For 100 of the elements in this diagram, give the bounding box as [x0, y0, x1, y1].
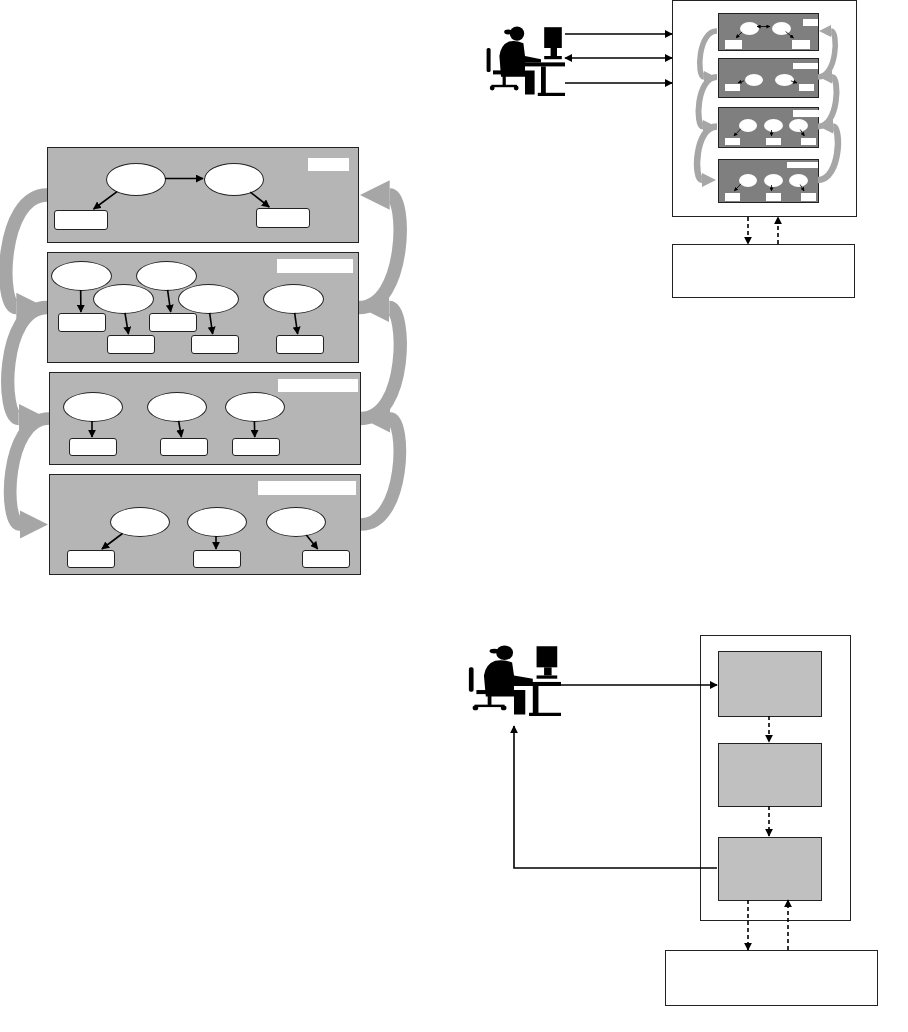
process-box — [718, 837, 822, 901]
dashed-arrow — [744, 899, 752, 951]
layer-panel — [47, 252, 359, 363]
ellipse-node — [178, 284, 239, 314]
arrow — [92, 190, 118, 210]
box-node — [107, 335, 155, 354]
arrow — [564, 79, 673, 87]
layer-panel — [718, 159, 819, 203]
person-at-computer-icon — [467, 643, 561, 716]
box-node — [69, 438, 117, 456]
ellipse-node — [789, 119, 808, 132]
label-tab — [277, 259, 353, 273]
box-node — [725, 84, 740, 91]
curved-block-arrow — [817, 119, 842, 184]
ellipse-node — [789, 174, 808, 187]
label-tab — [258, 481, 356, 495]
box-node — [232, 438, 280, 456]
ellipse-node — [110, 507, 170, 537]
double-headed-arrow — [756, 24, 771, 29]
label-tab — [308, 158, 349, 171]
arrow — [207, 312, 216, 335]
arrow — [799, 129, 805, 137]
box-node — [799, 84, 814, 91]
box-node — [54, 210, 108, 230]
box-node — [276, 335, 324, 354]
arrow — [790, 79, 798, 84]
ellipse-node — [136, 261, 197, 291]
layer-panel — [718, 13, 819, 51]
box-node — [801, 138, 816, 145]
ellipse-node — [63, 392, 123, 422]
arrow — [305, 534, 319, 550]
box-node — [67, 550, 115, 568]
dashed-arrow — [744, 216, 752, 245]
box-node — [766, 138, 781, 145]
box-node — [191, 335, 239, 354]
layer-panel — [49, 372, 361, 465]
ellipse-node — [772, 22, 791, 35]
arrow — [560, 681, 718, 689]
label-tab — [793, 110, 819, 117]
arrow — [164, 174, 204, 183]
system-frame — [672, 0, 857, 217]
ellipse-node — [147, 392, 207, 422]
arrow — [176, 420, 185, 438]
person-at-computer-icon — [485, 24, 565, 96]
box-node — [792, 40, 810, 49]
ellipse-node — [51, 261, 112, 291]
storage-box — [665, 950, 878, 1006]
ellipse-node — [745, 74, 763, 86]
curved-block-arrow — [695, 74, 718, 133]
arrow — [123, 312, 132, 335]
label-tab — [793, 63, 818, 69]
curved-block-arrow — [817, 70, 840, 130]
ellipse-node — [740, 22, 759, 35]
arrow — [88, 420, 96, 438]
ellipse-node — [764, 174, 783, 187]
box-node — [801, 193, 816, 201]
arrow — [165, 289, 174, 313]
box-node — [725, 193, 740, 201]
system-frame — [700, 635, 851, 921]
curved-block-arrow — [817, 25, 838, 80]
ellipse-node — [263, 284, 324, 314]
layer-panel — [718, 58, 819, 98]
ellipse-node — [225, 392, 285, 422]
arrow — [510, 725, 718, 869]
dashed-arrow — [765, 805, 773, 837]
layer-panel — [47, 147, 359, 243]
arrow — [250, 420, 259, 438]
box-node — [193, 550, 241, 568]
ellipse-node — [739, 174, 757, 187]
box-node — [302, 550, 350, 568]
box-node — [256, 208, 310, 228]
arrow — [735, 31, 743, 39]
dashed-arrow — [774, 216, 782, 245]
arrow — [76, 289, 85, 313]
ellipse-node — [106, 163, 166, 196]
box-node — [160, 438, 208, 456]
arrow — [292, 312, 301, 335]
arrow — [249, 191, 271, 208]
box-node — [725, 138, 740, 145]
ellipse-node — [93, 284, 154, 314]
curved-block-arrow — [697, 28, 718, 83]
ellipse-node — [204, 163, 264, 196]
arrow — [769, 184, 774, 192]
layer-panel — [718, 107, 819, 148]
box-node — [58, 313, 106, 332]
arrow — [101, 532, 124, 550]
ellipse-node — [739, 119, 757, 132]
curved-block-arrow — [0, 188, 49, 322]
ellipse-node — [764, 119, 783, 132]
arrow — [799, 184, 805, 192]
box-node — [725, 40, 742, 49]
process-box — [718, 743, 822, 807]
box-node — [766, 193, 781, 201]
layer-panel — [49, 474, 361, 575]
label-tab — [803, 19, 818, 26]
arrow — [212, 535, 220, 550]
curved-block-arrow — [693, 123, 718, 187]
arrow — [769, 129, 774, 137]
label-tab — [787, 162, 818, 168]
ellipse-node — [266, 507, 326, 537]
